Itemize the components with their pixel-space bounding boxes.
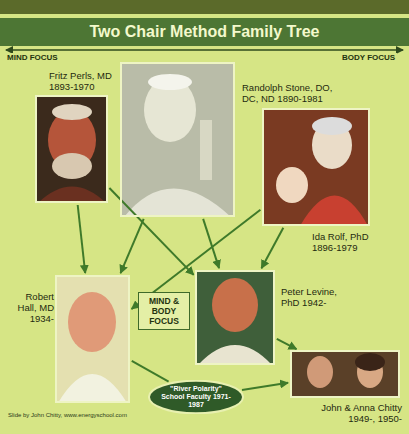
focus-label: MIND & BODY FOCUS [142,296,186,326]
wall [0,0,409,14]
person-caption: Robert Hall, MD 1934- [6,291,54,324]
lineage-arrow [109,188,193,275]
lineage-arrow [262,228,284,268]
focus-box: MIND & BODY FOCUS [138,292,190,330]
lineage-arrow [121,219,144,273]
portrait-box: Robert Hall, MD 1934- [55,275,130,403]
axis-label: MIND FOCUS [5,53,60,62]
photo-rolf [262,108,370,226]
axis-label: BODY FOCUS [340,53,397,62]
person-caption: Fritz Perls, MD 1893-1970 [49,70,121,92]
focus-axis [6,49,403,51]
portrait-box: Fritz Perls, MD 1893-1970 [35,95,108,203]
portrait-box: John & Anna Chitty 1949-, 1950- [290,350,400,398]
photo-hall [55,275,130,403]
title-bar [0,18,409,46]
person-caption: Peter Levine, PhD 1942- [281,286,347,308]
portrait-box: Peter Levine, PhD 1942- [195,270,275,365]
photo-chitty [290,350,400,398]
person-caption: John & Anna Chitty 1949-, 1950- [300,402,402,424]
credit-note: Slide by John Chitty, www.energyschool.c… [6,412,129,418]
portrait-box: Randolph Stone, DO, DC, ND 1890-1981 [120,62,235,217]
school-oval: "River Polarity" School Faculty 1971-198… [148,380,244,414]
lineage-arrow [242,383,288,390]
person-caption: Randolph Stone, DO, DC, ND 1890-1981 [242,82,334,104]
lineage-arrow [78,205,86,273]
slide-title: Two Chair Method Family Tree [0,18,409,46]
lineage-arrow [277,339,297,349]
photo-perls [35,95,108,203]
person-caption: Ida Rolf, PhD 1896-1979 [312,231,392,253]
photo-stone [120,62,235,217]
photo-levine [195,270,275,365]
school-label: "River Polarity" School Faculty 1971-198… [159,385,233,409]
lineage-arrow [132,361,169,382]
portrait-box: Ida Rolf, PhD 1896-1979 [262,108,370,226]
